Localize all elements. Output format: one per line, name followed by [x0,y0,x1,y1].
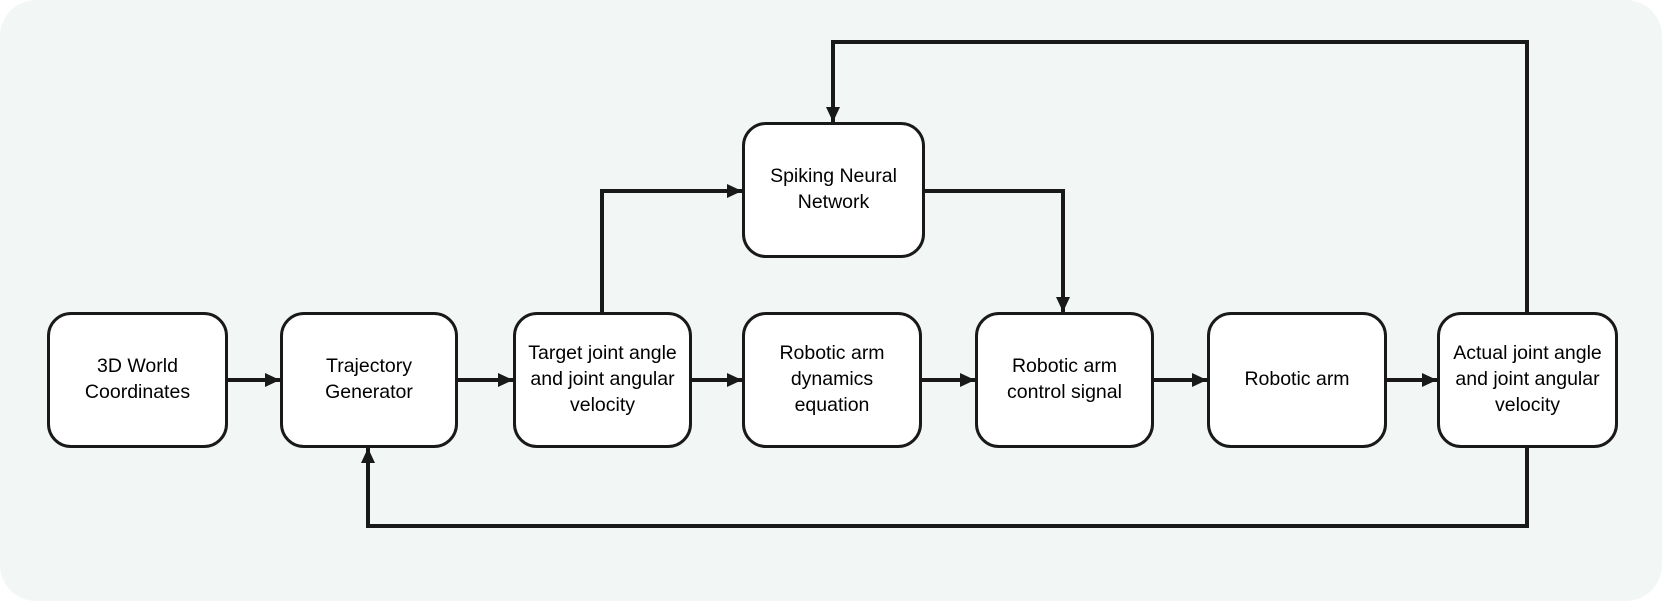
node-dynamics-equation: Robotic arm dynamics equation [742,312,922,448]
edge-feedback-actual-to-snn [826,40,1529,312]
node-spiking-neural-network: Spiking Neural Network [742,122,925,258]
node-control-signal: Robotic arm control signal [975,312,1154,448]
node-label: Robotic arm control signal [1007,355,1122,403]
node-label: Robotic arm dynamics equation [779,342,885,416]
node-label: Target joint angle and joint angular vel… [528,342,677,416]
edge-snn-to-control [925,189,1070,312]
node-label: Spiking Neural Network [770,165,897,213]
node-label: 3D World Coordinates [84,355,191,403]
node-3d-world-coordinates: 3D World Coordinates [47,312,228,448]
node-trajectory-generator: Trajectory Generator [280,312,458,448]
node-label: Actual joint angle and joint angular vel… [1453,342,1602,416]
edge-feedback-actual-to-trajectory [361,448,1529,528]
node-label: Trajectory Generator [325,355,413,403]
node-robotic-arm: Robotic arm [1207,312,1387,448]
node-target-joint-state: Target joint angle and joint angular vel… [513,312,692,448]
edge-target-to-snn [600,184,742,312]
node-actual-joint-state: Actual joint angle and joint angular vel… [1437,312,1618,448]
node-label: Robotic arm [1244,368,1350,391]
